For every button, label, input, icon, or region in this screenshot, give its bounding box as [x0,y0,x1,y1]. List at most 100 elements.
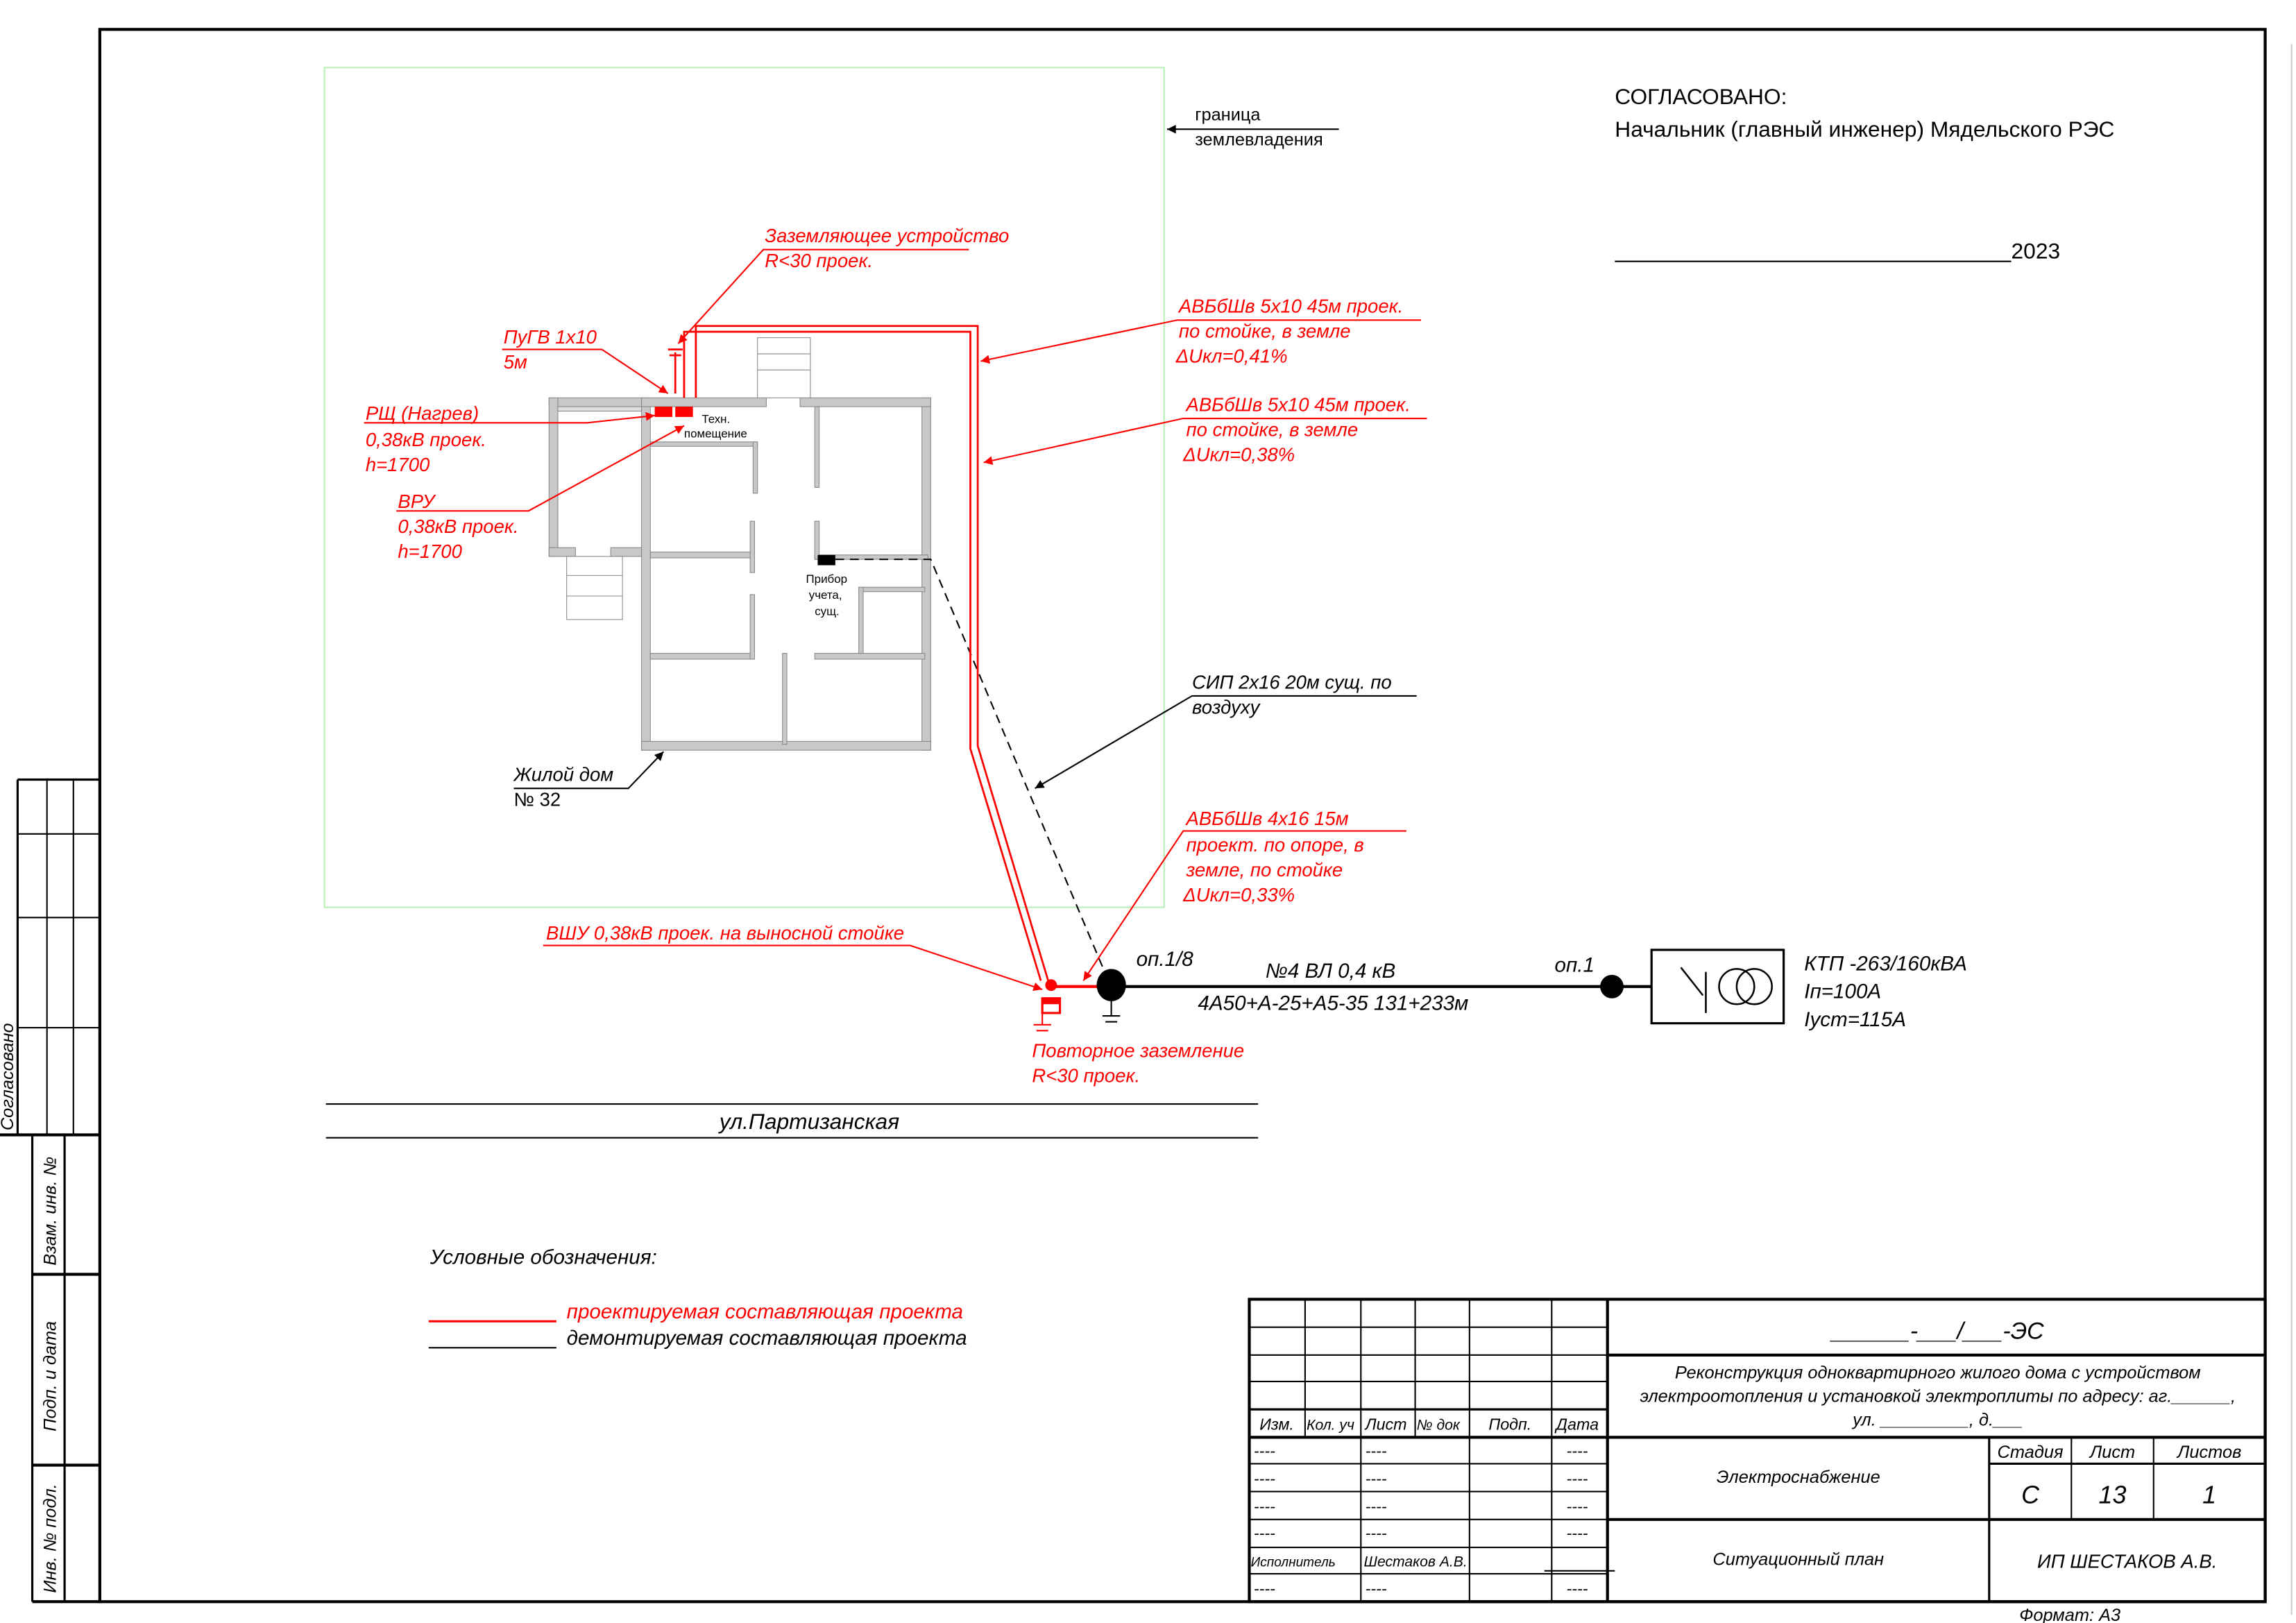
approval-title: СОГЛАСОВАНО: [1615,84,1787,109]
house-label: Жилой дом № 32 [513,764,614,810]
approval-year: 2023 [2012,238,2061,263]
legend-title: Условные обозначения: [430,1246,657,1269]
svg-text:R<30 проек.: R<30 проек. [765,250,873,271]
svg-text:5м: 5м [504,351,527,373]
house-leader [513,751,665,790]
svg-text:граница: граница [1195,105,1261,125]
stamp-inv-orig: Инв. № подл. [40,1484,60,1592]
boundary-label: граница землевладения [1167,105,1339,149]
svg-text:ΔUкл=0,41%: ΔUкл=0,41% [1175,346,1288,367]
existing-sip-line [835,559,1109,981]
svg-text:проект. по опоре, в: проект. по опоре, в [1187,834,1364,856]
company-name: ИП ШЕСТАКОВ А.В. [2037,1551,2217,1572]
sheet-value: 13 [2099,1481,2127,1509]
legend: Условные обозначения: проектируемая сост… [428,1246,967,1350]
ktp-symbol [1650,949,1785,1025]
red-leaders [364,248,1427,992]
house-plan [548,337,931,751]
svg-text:АВБбШв 5х10 45м проек.: АВБбШв 5х10 45м проек. [1185,393,1411,415]
meter-icon [817,554,835,566]
svg-text:по стойке, в земле: по стойке, в земле [1179,321,1351,342]
svg-text:h=1700: h=1700 [366,454,430,475]
svg-text:АВБбШв 5х10 45м проек.: АВБбШв 5х10 45м проек. [1177,296,1403,317]
svg-text:№ 32: № 32 [514,789,561,810]
section-name: Электроснабжение [1717,1468,1880,1487]
svg-text:земле, по стойке: земле, по стойке [1186,859,1343,881]
grounding-device-label: Заземляющее устройство R<30 проек. [765,225,1009,271]
sip-label: СИП 2х16 20м сущ. по воздуху [1192,671,1392,717]
project-title-line1: Реконструкция одноквартирного жилого дом… [1675,1363,2201,1383]
vru-label: ВРУ 0,38кВ проек. h=1700 [398,491,518,562]
header-izm: Изм. [1259,1416,1294,1434]
svg-text:Жилой дом: Жилой дом [513,764,614,785]
svg-text:R<30 проек.: R<30 проек. [1032,1064,1140,1086]
street-name: ул.Партизанская [718,1109,899,1134]
street: ул.Партизанская [325,1103,1259,1139]
sheet-title: Ситуационный план [1712,1549,1884,1569]
svg-text:h=1700: h=1700 [398,541,462,562]
ktp-label: КТП -263/160кВА Iп=100А Iуст=115А [1804,953,1967,1031]
svg-text:Iп=100А: Iп=100А [1804,980,1881,1003]
header-date: Дата [1554,1416,1599,1434]
svg-text:РЩ (Нагрев): РЩ (Нагрев) [366,402,479,424]
drawing-frame [0,28,2293,1615]
pole-1-icon [1600,974,1624,999]
svg-text:----: ---- [1566,1524,1588,1542]
svg-text:СИП 2х16 20м сущ. по: СИП 2х16 20м сущ. по [1192,671,1392,692]
svg-text:ΔUкл=0,38%: ΔUкл=0,38% [1182,443,1295,465]
svg-text:----: ---- [1254,1497,1275,1515]
stamp-sign-date: Подп. и дата [40,1321,60,1431]
svg-text:----: ---- [1254,1524,1275,1542]
svg-text:----: ---- [1366,1442,1387,1460]
rsch-label: РЩ (Нагрев) 0,38кВ проек. h=1700 [366,402,486,475]
svg-text:----: ---- [1254,1580,1275,1598]
svg-text:----: ---- [1366,1580,1387,1598]
legend-item-project: проектируемая составляющая проекта [567,1300,963,1323]
house-labels: Техн. помещение Прибор учета, сущ. [684,412,847,618]
line-name-label: №4 ВЛ 0,4 кВ [1266,960,1396,983]
svg-text:Заземляющее устройство: Заземляющее устройство [765,225,1009,246]
executor-label: Исполнитель [1251,1556,1336,1570]
rsch-panel-icon [654,407,673,417]
vru-panel-icon [675,407,693,417]
project-title-line3: ул. _________, д.___ [1851,1410,2023,1429]
tech-room-label: Техн. [701,412,730,425]
svg-text:----: ---- [1566,1470,1588,1488]
executor-name: Шестаков А.В. [1364,1554,1468,1570]
svg-text:ПуГВ 1х10: ПуГВ 1х10 [504,326,597,348]
svg-text:----: ---- [1254,1442,1275,1460]
svg-text:сущ.: сущ. [815,605,840,618]
regrounding-label: Повторное заземление R<30 проек. [1032,1039,1244,1086]
header-sign: Подп. [1488,1416,1531,1434]
svg-text:0,38кВ проек.: 0,38кВ проек. [398,516,518,537]
svg-text:----: ---- [1366,1470,1387,1488]
svg-text:Iуст=115А: Iуст=115А [1804,1008,1906,1031]
svg-text:АВБбШв 4х16 15м: АВБбШв 4х16 15м [1185,808,1349,829]
side-stamp: Согласовано Взам. инв. № Подп. и дата Ин… [0,1023,60,1592]
svg-text:----: ---- [1566,1580,1588,1598]
cable3-label: АВБбШв 4х16 15м проект. по опоре, в земл… [1182,808,1363,906]
sheets-value: 1 [2202,1481,2216,1509]
pole-1-8-label: оп.1/8 [1137,948,1194,971]
svg-text:----: ---- [1566,1442,1588,1460]
svg-text:----: ---- [1366,1524,1387,1542]
pole-1-label: оп.1 [1555,954,1595,977]
svg-text:помещение: помещение [684,427,747,441]
stage-label: Стадия [1998,1443,2064,1462]
cable2-label: АВБбШв 5х10 45м проек. по стойке, в земл… [1182,393,1411,465]
sheet-label: Лист [2089,1443,2135,1462]
svg-text:землевладения: землевладения [1195,130,1323,149]
project-cable-route [667,325,1049,981]
header-kol: Кол. уч [1307,1418,1354,1434]
vshu-label: ВШУ 0,38кВ проек. на выносной стойке [546,922,904,944]
svg-text:воздуху: воздуху [1192,696,1261,717]
stamp-agreed: Согласовано [0,1023,17,1130]
legend-item-demolish: демонтируемая составляющая проекта [567,1327,967,1350]
pugv-label: ПуГВ 1х10 5м [504,326,597,373]
svg-text:ВРУ: ВРУ [398,491,436,512]
stage-value: С [2021,1481,2040,1509]
approval-block: СОГЛАСОВАНО: Начальник (главный инженер)… [1615,84,2114,263]
svg-text:ΔUкл=0,33%: ΔUкл=0,33% [1182,884,1295,906]
svg-text:по стойке, в земле: по стойке, в земле [1187,418,1359,440]
title-block-text: Изм. Кол. уч Лист № док Подп. Дата -----… [1251,1318,2242,1623]
